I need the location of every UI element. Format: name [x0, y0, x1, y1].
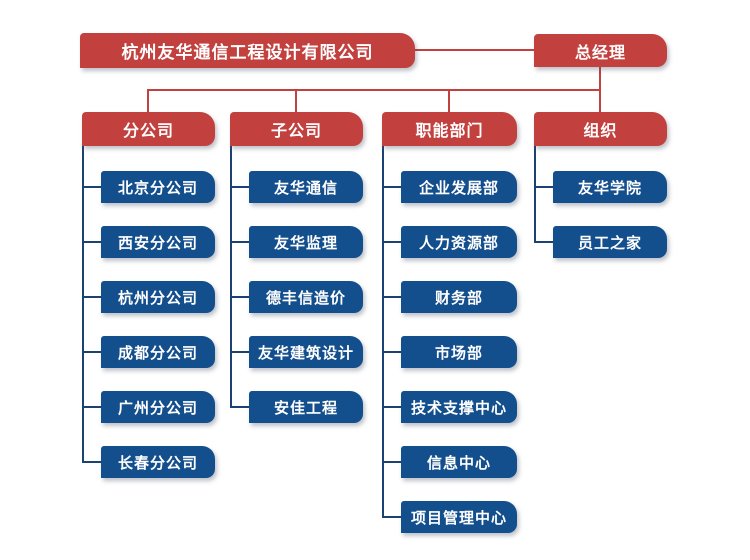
- org-node-label: 组织: [583, 123, 618, 140]
- org-node-label: 技术支撑中心: [410, 399, 507, 417]
- connector-child-stub: [534, 241, 553, 243]
- org-node-label: 友华学院: [577, 179, 642, 197]
- org-node-label: 总经理: [574, 44, 626, 62]
- org-node: 北京分公司: [101, 171, 215, 203]
- org-node-label: 杭州友华通信工程设计有限公司: [121, 43, 374, 62]
- org-node: 市场部: [401, 336, 517, 368]
- connector-column0-vertical: [82, 146, 84, 463]
- connector-child-stub: [82, 406, 101, 408]
- connector-child-stub: [82, 186, 101, 188]
- connector-child-stub: [382, 461, 401, 463]
- org-node-label: 广州分公司: [117, 399, 198, 417]
- connector-child-stub: [82, 241, 101, 243]
- connector-child-stub: [230, 296, 249, 298]
- org-node-label: 安佳工程: [273, 399, 338, 417]
- org-node: 杭州分公司: [101, 281, 215, 313]
- org-node-label: 分公司: [122, 123, 174, 140]
- connector-column3-vertical: [534, 146, 536, 243]
- org-node-label: 子公司: [270, 123, 322, 140]
- org-node-label: 职能部门: [415, 123, 484, 140]
- org-node-label: 企业发展部: [418, 179, 499, 197]
- connector-column2-vertical: [382, 146, 384, 518]
- org-node-label: 人力资源部: [418, 234, 499, 252]
- connector-child-stub: [382, 406, 401, 408]
- org-node: 友华通信: [249, 171, 363, 203]
- org-node: 项目管理中心: [401, 501, 517, 533]
- connector-child-stub: [82, 296, 101, 298]
- org-node-label: 友华建筑设计: [257, 344, 354, 362]
- connector-child-stub: [82, 351, 101, 353]
- connector-root-to-manager: [415, 49, 534, 51]
- group-header-subsidiaries: 子公司: [230, 112, 363, 146]
- group-header-branch-companies: 分公司: [82, 112, 215, 146]
- org-node-label: 信息中心: [426, 454, 491, 472]
- connector-child-stub: [534, 186, 553, 188]
- org-node: 员工之家: [553, 226, 667, 258]
- org-node: 成都分公司: [101, 336, 215, 368]
- connector-child-stub: [382, 186, 401, 188]
- connector-child-stub: [82, 461, 101, 463]
- connector-child-stub: [230, 406, 249, 408]
- org-node-label: 员工之家: [577, 234, 642, 252]
- connector-child-stub: [230, 186, 249, 188]
- org-node: 安佳工程: [249, 391, 363, 423]
- connector-child-stub: [382, 296, 401, 298]
- org-node: 人力资源部: [401, 226, 517, 258]
- org-node: 企业发展部: [401, 171, 517, 203]
- group-header-organizations: 组织: [534, 112, 667, 146]
- org-node: 财务部: [401, 281, 517, 313]
- org-node-company-root: 杭州友华通信工程设计有限公司: [80, 33, 415, 68]
- org-node-label: 成都分公司: [117, 344, 198, 362]
- org-node: 友华学院: [553, 171, 667, 203]
- org-node: 技术支撑中心: [401, 391, 517, 423]
- connector-stub-group0: [147, 89, 149, 112]
- org-node-label: 友华监理: [273, 234, 338, 252]
- org-node-label: 市场部: [434, 344, 483, 362]
- org-node-label: 杭州分公司: [117, 289, 198, 307]
- connector-child-stub: [382, 351, 401, 353]
- org-node: 长春分公司: [101, 446, 215, 478]
- org-node-label: 北京分公司: [117, 179, 198, 197]
- connector-column1-vertical: [230, 146, 232, 408]
- connector-child-stub: [230, 351, 249, 353]
- group-header-functional-departments: 职能部门: [382, 112, 517, 146]
- org-node-label: 德丰信造价: [265, 289, 346, 307]
- org-node-label: 长春分公司: [117, 454, 198, 472]
- org-node: 友华监理: [249, 226, 363, 258]
- org-node-label: 西安分公司: [117, 234, 198, 252]
- connector-stub-group2: [448, 89, 450, 112]
- org-node-label: 项目管理中心: [410, 509, 507, 527]
- connector-child-stub: [230, 241, 249, 243]
- connector-level2-horizontal: [147, 89, 601, 91]
- org-node: 友华建筑设计: [249, 336, 363, 368]
- connector-child-stub: [382, 241, 401, 243]
- org-node-general-manager: 总经理: [534, 34, 667, 67]
- connector-child-stub: [382, 516, 401, 518]
- org-node-label: 财务部: [434, 289, 483, 307]
- org-node-label: 友华通信: [273, 179, 338, 197]
- org-node: 广州分公司: [101, 391, 215, 423]
- org-node: 西安分公司: [101, 226, 215, 258]
- connector-stub-group1: [295, 89, 297, 112]
- org-node: 德丰信造价: [249, 281, 363, 313]
- org-node: 信息中心: [401, 446, 517, 478]
